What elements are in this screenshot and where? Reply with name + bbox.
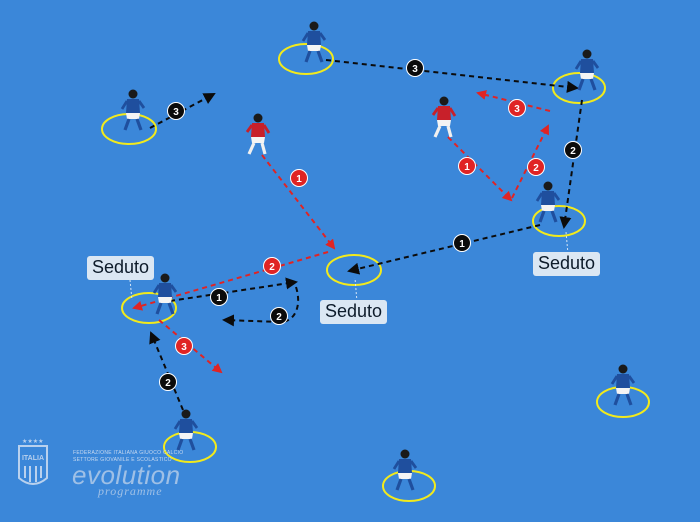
black-badge-2-right: 2 <box>564 141 582 159</box>
black-badge-3-top: 3 <box>406 59 424 77</box>
blue-player-upper-left <box>120 87 146 132</box>
svg-text:1: 1 <box>464 162 470 173</box>
branding-logo: FEDERAZIONE ITALIANA GIUOCO CALCIO SETTO… <box>16 440 216 500</box>
red-arrow-1-left <box>261 154 336 250</box>
brand-word: evolution <box>72 460 181 490</box>
ring-center <box>326 254 382 286</box>
blue-player-upper-right <box>574 47 600 92</box>
black-badge-1-center: 1 <box>453 234 471 252</box>
red-player-right <box>431 94 457 139</box>
ring-right <box>532 205 586 237</box>
svg-text:1: 1 <box>459 239 465 250</box>
blue-player-bottom-center <box>392 447 418 492</box>
svg-text:3: 3 <box>181 342 187 353</box>
federation-name: FEDERAZIONE ITALIANA GIUOCO CALCIO <box>73 450 184 456</box>
blue-player-bottom-right <box>610 362 636 407</box>
red-arrows <box>132 90 551 374</box>
svg-text:ITALIA: ITALIA <box>22 455 44 462</box>
ring-upper-right <box>552 72 606 104</box>
red-badge-2-left: 2 <box>263 257 281 275</box>
red-player-left <box>245 111 271 156</box>
seduto-label-right: Seduto <box>533 252 601 276</box>
number-badges: 1 2 3 1 2 3 3 3 2 1 1 2 2 <box>159 59 582 391</box>
svg-text:1: 1 <box>296 174 302 185</box>
svg-text:3: 3 <box>173 107 179 118</box>
svg-text:2: 2 <box>570 146 576 157</box>
federation-sector: SETTORE GIOVANILE E SCOLASTICO <box>73 457 172 463</box>
ring-top <box>278 43 334 75</box>
seduto-label-center: Seduto <box>320 300 388 324</box>
black-badge-2-left: 2 <box>270 307 288 325</box>
blue-player-right <box>535 179 561 224</box>
callout-pointers <box>129 231 569 303</box>
svg-text:2: 2 <box>533 163 539 174</box>
black-badge-2-bottom: 2 <box>159 373 177 391</box>
svg-text:1: 1 <box>216 293 222 304</box>
brand-sub: programme <box>98 484 163 498</box>
svg-text:2: 2 <box>269 262 275 273</box>
black-badge-1-left: 1 <box>210 288 228 306</box>
black-arrow-3-top <box>325 59 579 93</box>
svg-text:★★★★: ★★★★ <box>22 438 44 445</box>
svg-text:2: 2 <box>165 378 171 389</box>
svg-text:3: 3 <box>514 104 520 115</box>
ring-left <box>121 292 177 324</box>
red-badge-1-right: 1 <box>458 157 476 175</box>
red-badge-2-right: 2 <box>527 158 545 176</box>
svg-text:2: 2 <box>276 312 282 323</box>
black-arrows <box>149 59 583 411</box>
black-arrow-1-center <box>347 224 541 275</box>
red-badge-3-right: 3 <box>508 99 526 117</box>
red-badge-1-left: 1 <box>290 169 308 187</box>
seduto-label-left: Seduto <box>87 256 155 280</box>
black-arrow-2-bottom <box>149 331 184 411</box>
red-arrow-1-right <box>447 136 513 202</box>
svg-text:3: 3 <box>412 64 418 75</box>
black-arrow-2-right <box>559 99 583 229</box>
federation-crest: ★★★★ ITALIA <box>18 438 48 485</box>
black-badge-3-upper-left: 3 <box>167 102 185 120</box>
blue-player-top <box>301 19 327 64</box>
black-arrow-1-left <box>169 277 298 302</box>
red-badge-3-left: 3 <box>175 337 193 355</box>
red-arrow-2-left <box>132 251 329 311</box>
